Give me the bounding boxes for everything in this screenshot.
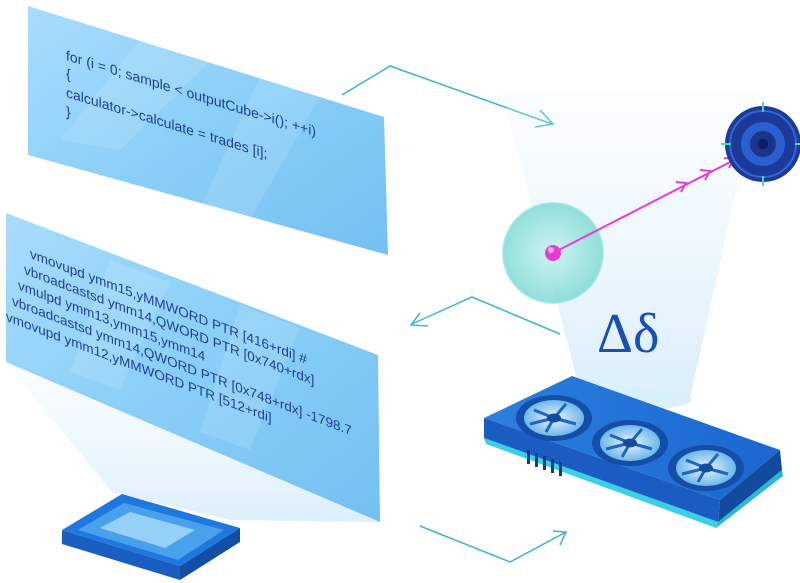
gpu-card-icon bbox=[484, 376, 783, 528]
origin-point bbox=[545, 245, 561, 261]
vent-grille bbox=[527, 450, 562, 476]
target-icon bbox=[721, 102, 800, 186]
fan-icon bbox=[516, 395, 592, 441]
fan-icon bbox=[592, 420, 668, 466]
source-code-panel: for (i = 0; sample < outputCube->i(); ++… bbox=[28, 6, 388, 255]
gpu-projection-beam bbox=[502, 92, 758, 398]
delta-symbol: Δδ bbox=[597, 303, 659, 365]
code-line: } bbox=[66, 104, 71, 121]
arrow-icon bbox=[409, 296, 561, 335]
arrow-icon bbox=[419, 525, 568, 563]
code-line: { bbox=[66, 66, 71, 83]
cpu-chip-icon bbox=[62, 494, 240, 580]
fan-icon bbox=[668, 445, 744, 491]
